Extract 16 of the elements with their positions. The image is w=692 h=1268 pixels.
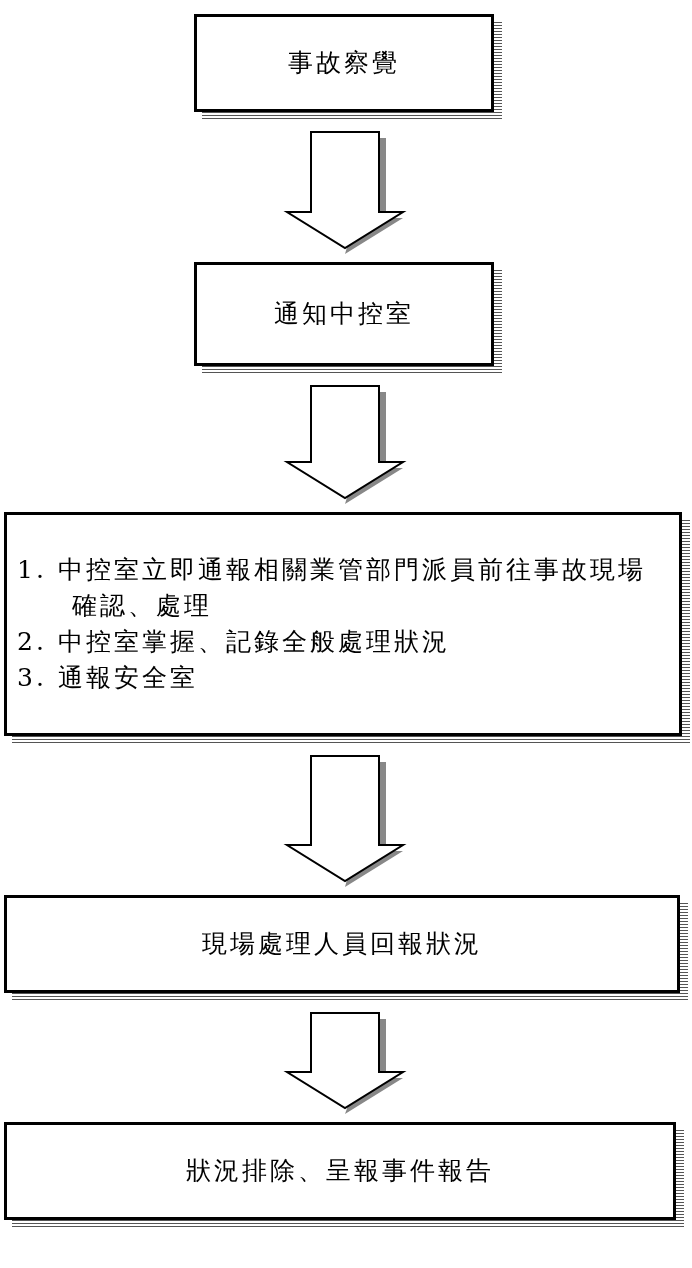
list-item: 3. 通報安全室: [17, 662, 198, 695]
process-box: [194, 14, 494, 112]
list-item: 1. 中控室立即通報相關業管部門派員前往事故現場確認、處理: [17, 553, 647, 622]
block-arrow: [283, 1012, 407, 1110]
block-arrow: [283, 131, 407, 250]
box-label: 通知中控室: [274, 297, 414, 330]
process-box: [4, 1122, 676, 1220]
box-label: 事故察覺: [288, 46, 400, 79]
block-arrow: [283, 755, 407, 883]
process-box: [4, 512, 682, 736]
process-box: [4, 895, 680, 993]
list-item: 2. 中控室掌握、記錄全般處理狀況: [17, 626, 450, 658]
box-label: 現場處理人員回報狀況: [202, 927, 482, 960]
box-label: 狀況排除、呈報事件報告: [186, 1154, 494, 1187]
block-arrow: [283, 385, 407, 500]
process-box: [194, 262, 494, 366]
